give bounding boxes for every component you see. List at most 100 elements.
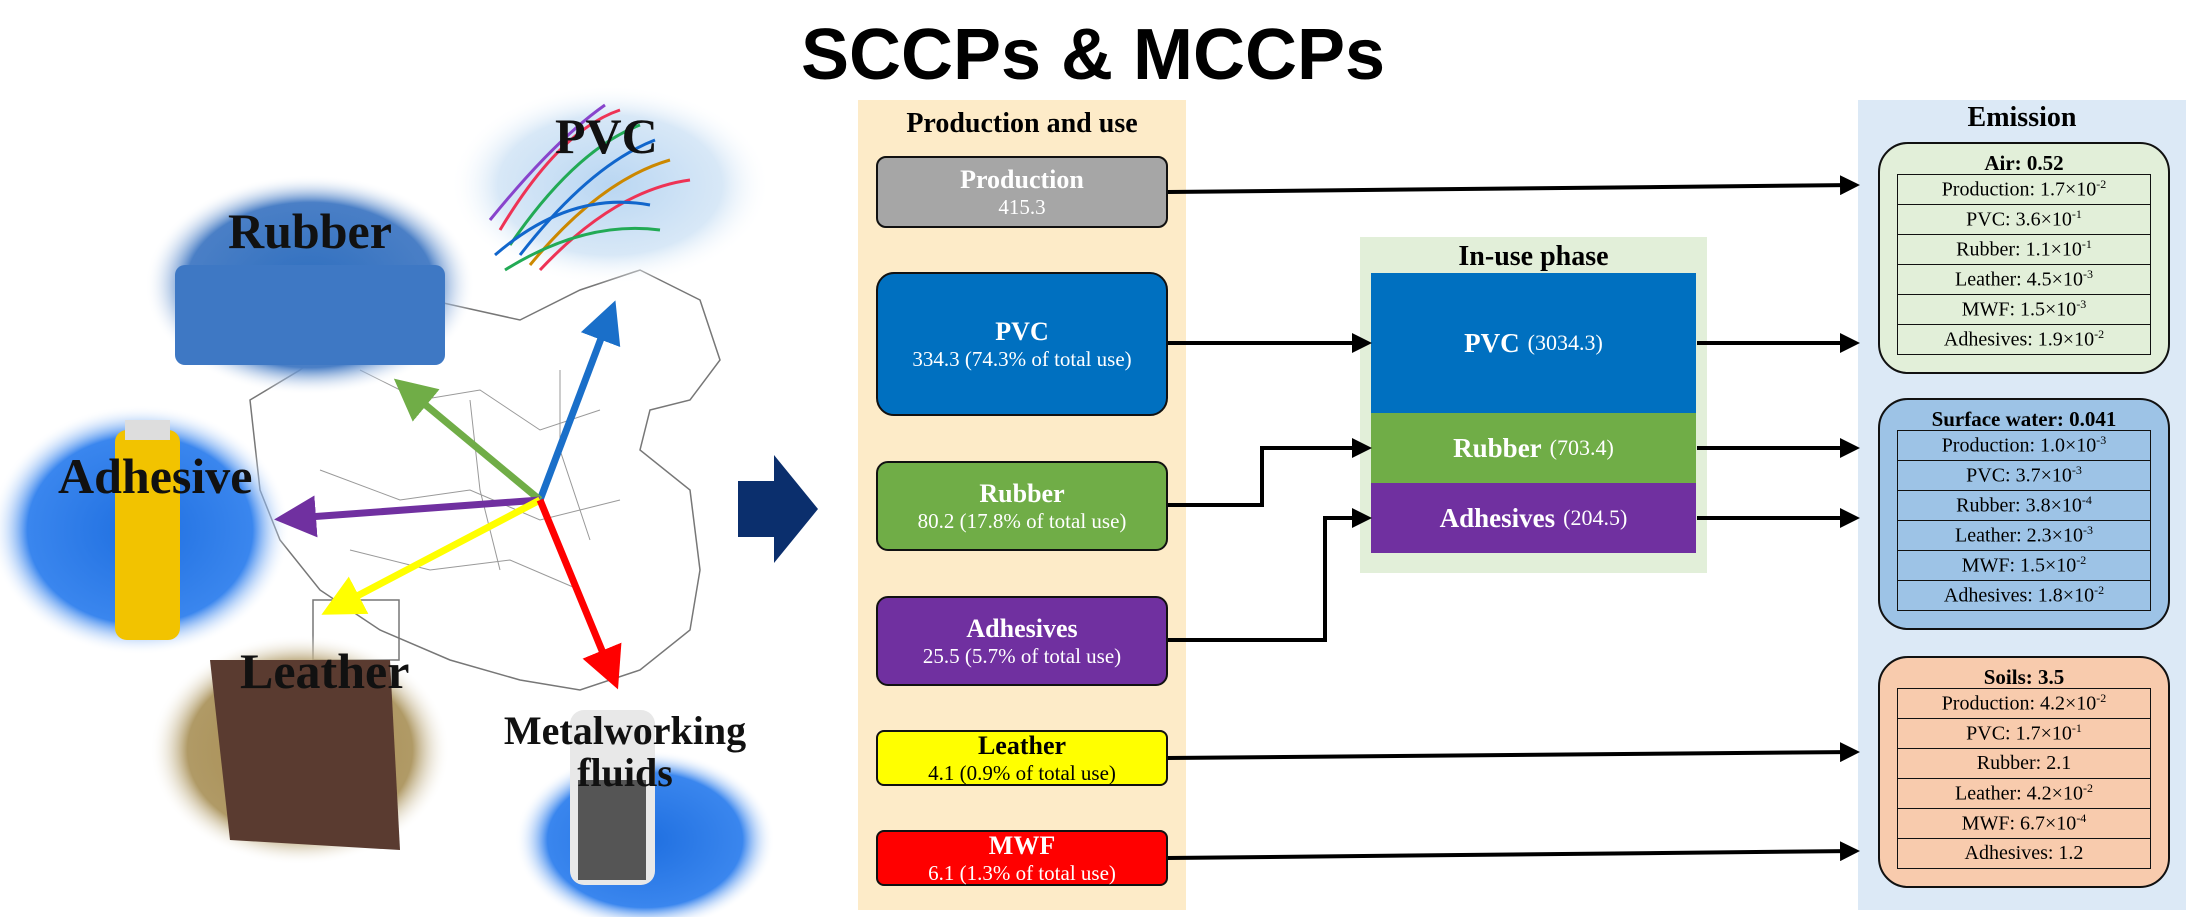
emission-cell: MWF: 1.5×10-2 xyxy=(1897,550,2151,581)
emission-row: Leather: 4.2×10-2 xyxy=(1897,778,2151,809)
emission-cell: Adhesives: 1.2 xyxy=(1897,838,2151,869)
production-use-title: Production and use xyxy=(906,108,1138,139)
emission-cell-exponent: -1 xyxy=(2071,721,2082,736)
emission-cell-exponent: -1 xyxy=(2081,237,2092,252)
emission-cell-text: Leather: 4.5×10 xyxy=(1955,268,2083,291)
arrow-rubber-to-inuse xyxy=(1168,438,1372,507)
emission-cell-text: Adhesives: 1.9×10 xyxy=(1943,328,2095,351)
inuse-adhesives-name: Adhesives xyxy=(1439,502,1556,533)
production-use-panel: Production and use Production 415.3 PVC … xyxy=(858,100,1186,910)
box-mwf-value: 6.1 (1.3% of total use) xyxy=(928,860,1116,885)
emission-surface-water-title: Surface water: 0.041 xyxy=(1931,407,2117,431)
emission-cell-text: MWF: 1.5×10 xyxy=(1961,298,2077,321)
emission-row: Leather: 2.3×10-3 xyxy=(1897,520,2151,551)
emission-cell-text: Production: 1.7×10 xyxy=(1941,178,2097,201)
box-production: Production 415.3 xyxy=(876,156,1168,228)
arrow-to-pvc xyxy=(536,300,621,502)
box-production-name: Production xyxy=(960,164,1084,194)
inuse-adhesives: Adhesives (204.5) xyxy=(1371,483,1696,553)
emission-row: MWF: 1.5×10-2 xyxy=(1897,550,2151,581)
arrow-mwf-to-emission xyxy=(1167,841,1860,862)
emission-cell-text: PVC: 3.6×10 xyxy=(1966,208,2072,231)
arrow-production-to-emission xyxy=(1167,175,1860,196)
box-pvc: PVC 334.3 (74.3% of total use) xyxy=(876,272,1168,416)
emission-cell: PVC: 3.7×10-3 xyxy=(1897,460,2151,491)
label-rubber: Rubber xyxy=(228,203,392,259)
emission-cell-text: Rubber: 1.1×10 xyxy=(1956,238,2082,261)
arrow-to-leather xyxy=(321,496,542,615)
emission-cell-text: Rubber: 3.8×10 xyxy=(1956,494,2082,517)
pvc-photo xyxy=(450,85,770,285)
emission-cell: Production: 1.7×10-2 xyxy=(1897,174,2151,205)
emission-cell: PVC: 1.7×10-1 xyxy=(1897,718,2151,749)
label-pvc: PVC xyxy=(555,108,658,164)
emission-cell: Leather: 2.3×10-3 xyxy=(1897,520,2151,551)
emission-row: MWF: 6.7×10-4 xyxy=(1897,808,2151,839)
box-leather-name: Leather xyxy=(977,730,1067,760)
emission-row: Adhesives: 1.8×10-2 xyxy=(1897,580,2151,611)
emission-cell-text: Adhesives: 1.8×10 xyxy=(1943,584,2095,607)
emission-cell-text: MWF: 1.5×10 xyxy=(1961,554,2077,577)
emission-cell-exponent: -2 xyxy=(2096,177,2107,192)
emission-cell-exponent: -3 xyxy=(2082,267,2093,282)
inuse-pvc-name: PVC xyxy=(1464,327,1520,358)
arrow-to-rubber xyxy=(393,378,543,503)
illustration-svg xyxy=(0,85,775,922)
box-adhesives-value: 25.5 (5.7% of total use) xyxy=(922,643,1122,668)
emission-cell-exponent: -2 xyxy=(2096,691,2107,706)
emission-surface-water-box: Surface water: 0.041 Production: 1.0×10-… xyxy=(1878,398,2170,630)
emission-cell-exponent: -2 xyxy=(2082,781,2093,796)
emission-cell-text: PVC: 1.7×10 xyxy=(1966,722,2072,745)
emission-cell-exponent: -4 xyxy=(2076,811,2087,826)
label-leather: Leather xyxy=(240,643,410,699)
in-use-phase-panel: In-use phase PVC (3034.3) Rubber (703.4)… xyxy=(1360,237,1707,573)
emission-cell-exponent: -3 xyxy=(2071,463,2082,478)
box-production-value: 415.3 xyxy=(998,194,1046,219)
inuse-rubber-name: Rubber xyxy=(1453,432,1542,463)
in-use-phase-title: In-use phase xyxy=(1458,241,1609,272)
inuse-pvc-value: (3034.3) xyxy=(1527,330,1603,355)
emission-cell: PVC: 3.6×10-1 xyxy=(1897,204,2151,235)
emission-cell: Adhesives: 1.8×10-2 xyxy=(1897,580,2151,611)
emission-title: Emission xyxy=(1967,102,2077,133)
emission-cell-text: Leather: 2.3×10 xyxy=(1955,524,2083,547)
emission-row: Leather: 4.5×10-3 xyxy=(1897,264,2151,295)
emission-cell: Rubber: 2.1 xyxy=(1897,748,2151,779)
emission-row: Production: 1.7×10-2 xyxy=(1897,174,2151,205)
box-rubber-value: 80.2 (17.8% of total use) xyxy=(917,508,1127,533)
emission-cell-text: Production: 4.2×10 xyxy=(1941,692,2097,715)
arrow-to-adhesive xyxy=(274,495,541,538)
emission-row: Rubber: 1.1×10-1 xyxy=(1897,234,2151,265)
arrow-to-mwf xyxy=(536,498,622,690)
emission-row: Adhesives: 1.9×10-2 xyxy=(1897,324,2151,355)
emission-row: Rubber: 2.1 xyxy=(1897,748,2151,779)
box-rubber: Rubber 80.2 (17.8% of total use) xyxy=(876,461,1168,551)
inuse-rubber: Rubber (703.4) xyxy=(1371,413,1696,483)
emission-cell-text: Leather: 4.2×10 xyxy=(1955,782,2083,805)
emission-cell: Rubber: 3.8×10-4 xyxy=(1897,490,2151,521)
products-illustration: PVC Rubber Adhesive Leather Metalworking… xyxy=(0,70,790,922)
emission-cell: Leather: 4.5×10-3 xyxy=(1897,264,2151,295)
emission-cell-text: Production: 1.0×10 xyxy=(1941,434,2097,457)
box-leather: Leather 4.1 (0.9% of total use) xyxy=(876,730,1168,786)
emission-cell-text: PVC: 3.7×10 xyxy=(1966,464,2072,487)
main-title: SCCPs & MCCPs xyxy=(800,15,1386,95)
emission-cell: Leather: 4.2×10-2 xyxy=(1897,778,2151,809)
label-metalworking-fluids: Metalworking fluids xyxy=(503,708,747,795)
emission-cell-exponent: -3 xyxy=(2096,433,2107,448)
emission-cell-exponent: -3 xyxy=(2076,297,2087,312)
emission-row: PVC: 3.7×10-3 xyxy=(1897,460,2151,491)
emission-cell: Adhesives: 1.9×10-2 xyxy=(1897,324,2151,355)
emission-row: Production: 1.0×10-3 xyxy=(1897,430,2151,461)
emission-cell-exponent: -2 xyxy=(2094,327,2105,342)
box-adhesives: Adhesives 25.5 (5.7% of total use) xyxy=(876,596,1168,686)
arrow-leather-to-emission xyxy=(1167,742,1860,763)
emission-cell-text: MWF: 6.7×10 xyxy=(1961,812,2077,835)
inuse-adhesives-value: (204.5) xyxy=(1563,505,1628,530)
box-pvc-value: 334.3 (74.3% of total use) xyxy=(912,346,1132,371)
emission-cell: Production: 4.2×10-2 xyxy=(1897,688,2151,719)
